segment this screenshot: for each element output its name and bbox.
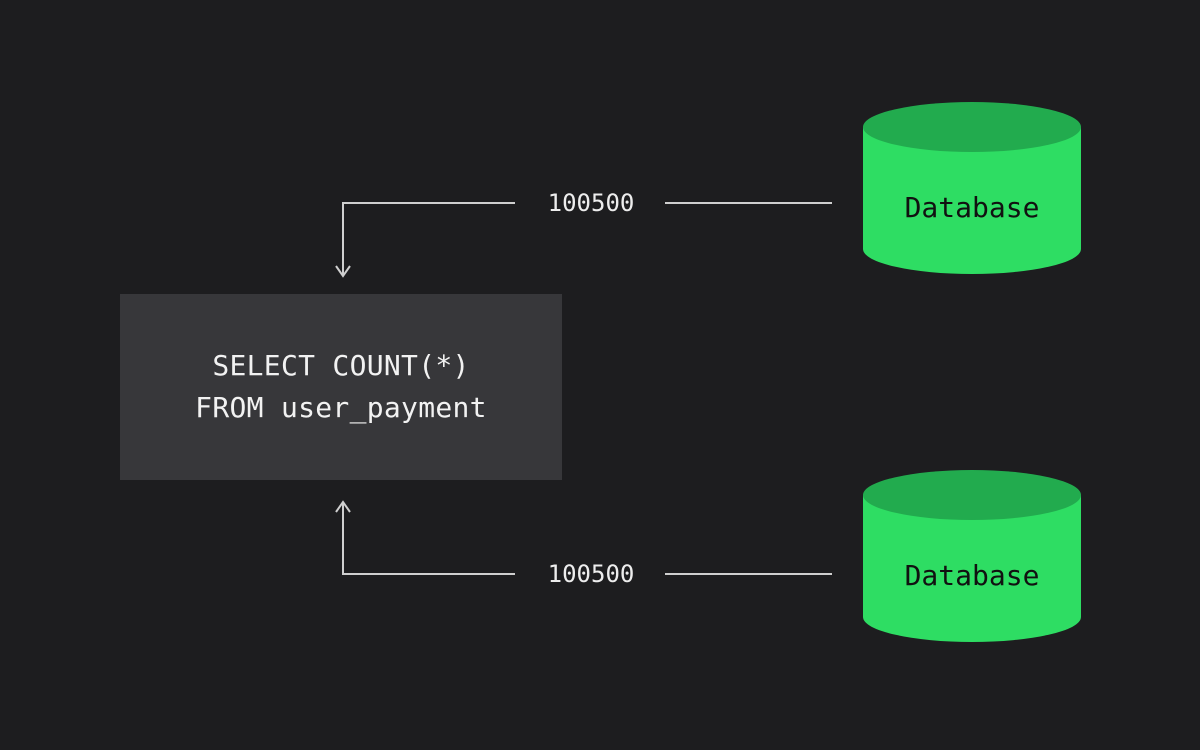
database-cylinder-icon [863,470,1081,642]
top-connector-down-arrowhead-icon [335,265,351,278]
database-top: Database [862,101,1082,275]
sql-query-box: SELECT COUNT(*) FROM user_payment [120,294,562,480]
top-connector-count-label: 100500 [547,189,635,217]
bottom-connector-up-arrowhead-icon [335,500,351,513]
database-bottom: Database [862,469,1082,643]
top-connector-elbow-segment [342,202,515,275]
database-bottom-label: Database [904,559,1040,592]
database-top-label: Database [904,191,1040,224]
bottom-connector-count-label: 100500 [547,560,635,588]
sql-query-line-1: SELECT COUNT(*) [212,349,470,382]
bottom-connector-elbow-segment [342,503,515,575]
database-cylinder-icon [863,102,1081,274]
sql-query-line-2: FROM user_payment [195,391,487,424]
